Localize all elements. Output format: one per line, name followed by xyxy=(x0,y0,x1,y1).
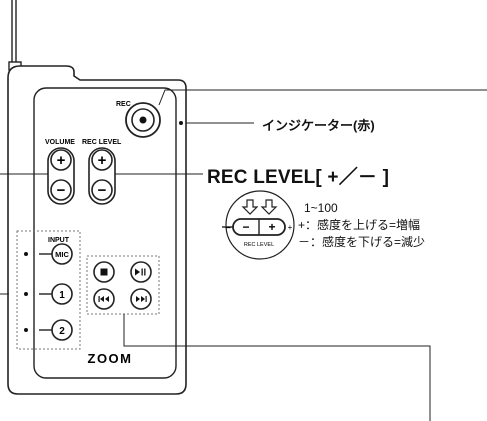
volume-plus-symbol: + xyxy=(57,152,66,169)
volume-label: VOLUME xyxy=(45,139,75,146)
rec-level-minus-button[interactable] xyxy=(91,179,113,201)
indicator-callout: インジケーター(赤) xyxy=(262,118,375,133)
transport-group-frame xyxy=(86,255,160,315)
leader-transport xyxy=(123,314,431,421)
input-led-mic xyxy=(24,252,28,256)
fast-forward-icon xyxy=(136,296,147,302)
input1-button[interactable] xyxy=(51,283,73,305)
rec-level-minus-symbol: − xyxy=(98,182,107,199)
play-pause-button[interactable] xyxy=(130,261,152,283)
plus-description: +：感度を上げる=増幅 xyxy=(298,218,421,232)
rec-indicator-led xyxy=(179,121,183,125)
rewind-icon xyxy=(98,296,109,302)
inset-minus-symbol: − xyxy=(242,220,249,234)
minus-description: －：感度を下げる=減少 xyxy=(298,235,426,249)
input-group-frame xyxy=(16,230,81,350)
inset-plus-symbol: + xyxy=(268,220,275,234)
inset-down-arrow-plus xyxy=(260,199,278,215)
input-label: INPUT xyxy=(48,237,70,244)
rec-level-callout: REC LEVEL[ +／－ ] xyxy=(207,167,390,188)
volume-minus-symbol: − xyxy=(57,182,66,199)
inset-down-arrow-minus xyxy=(241,199,259,215)
rec-level-plus-button[interactable] xyxy=(91,149,113,171)
play-pause-icon xyxy=(135,268,146,276)
stop-icon xyxy=(100,268,108,276)
input2-button[interactable] xyxy=(51,319,73,341)
volume-minus-button[interactable] xyxy=(50,179,72,201)
rec-label: REC xyxy=(116,101,131,108)
rec-level-inset: − − + + REC LEVEL xyxy=(222,190,295,260)
remote-cable xyxy=(8,0,22,71)
inset-minus-outer: − xyxy=(225,223,231,234)
rec-level-plus-symbol: + xyxy=(98,152,107,169)
volume-plus-button[interactable] xyxy=(50,149,72,171)
input1-button-label: 1 xyxy=(59,290,65,301)
leader-rec-top xyxy=(158,89,487,106)
input-led-2 xyxy=(24,328,28,332)
rec-level-label: REC LEVEL xyxy=(82,139,122,146)
mic-button-label: MIC xyxy=(55,250,69,259)
rec-button-dot xyxy=(139,116,147,124)
range-text: 1~100 xyxy=(304,201,338,215)
inset-plus-outer: + xyxy=(288,223,293,232)
inset-caption: REC LEVEL xyxy=(244,242,274,248)
mic-button[interactable] xyxy=(51,243,73,265)
zoom-logo: ZOOM xyxy=(88,351,133,366)
leader-lines xyxy=(0,89,487,421)
input2-button-label: 2 xyxy=(59,326,65,337)
input-led-1 xyxy=(24,292,28,296)
